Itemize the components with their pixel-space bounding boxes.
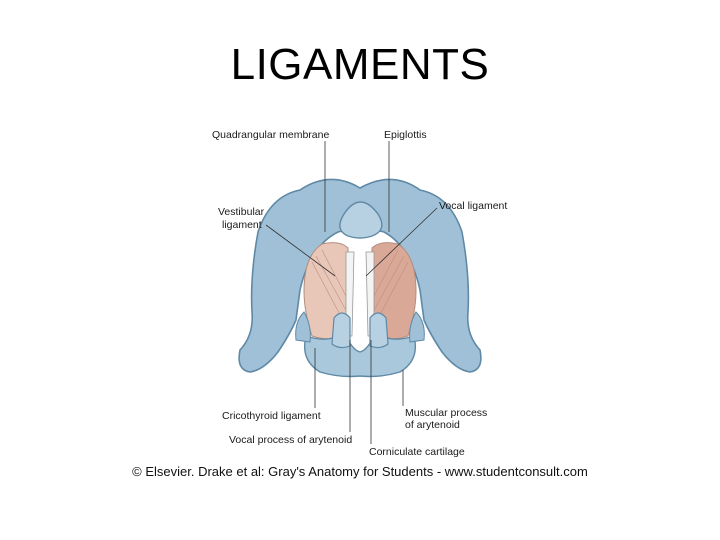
cricoid-cartilage [303, 330, 417, 378]
label-vocal-ligament: Vocal ligament [439, 200, 508, 212]
label-corniculate-cartilage: Corniculate cartilage [369, 446, 465, 458]
label-vestibular-ligament-2: ligament [222, 219, 262, 231]
arytenoid-right [369, 312, 389, 349]
label-vocal-process: Vocal process of arytenoid [229, 434, 353, 446]
side-cartilage-right [409, 311, 425, 343]
label-epiglottis: Epiglottis [384, 129, 427, 141]
epiglottis-cartilage [339, 201, 383, 239]
slide-title: LIGAMENTS [230, 40, 490, 89]
arytenoid-left [331, 312, 351, 349]
vocal-ligament-left [345, 251, 355, 337]
leader-vocal-ligament [365, 207, 438, 277]
side-cartilage-left [295, 311, 311, 343]
copyright-credit: © Elsevier. Drake et al: Gray's Anatomy … [132, 464, 588, 479]
label-muscular-process-1: Muscular process [405, 407, 488, 419]
label-vestibular-ligament-1: Vestibular [218, 206, 265, 218]
label-quadrangular-membrane: Quadrangular membrane [212, 129, 330, 141]
leader-lines [265, 141, 438, 444]
label-muscular-process-2: of arytenoid [405, 419, 460, 431]
leader-vestibular [265, 224, 336, 277]
label-cricothyroid-ligament: Cricothyroid ligament [222, 410, 321, 422]
